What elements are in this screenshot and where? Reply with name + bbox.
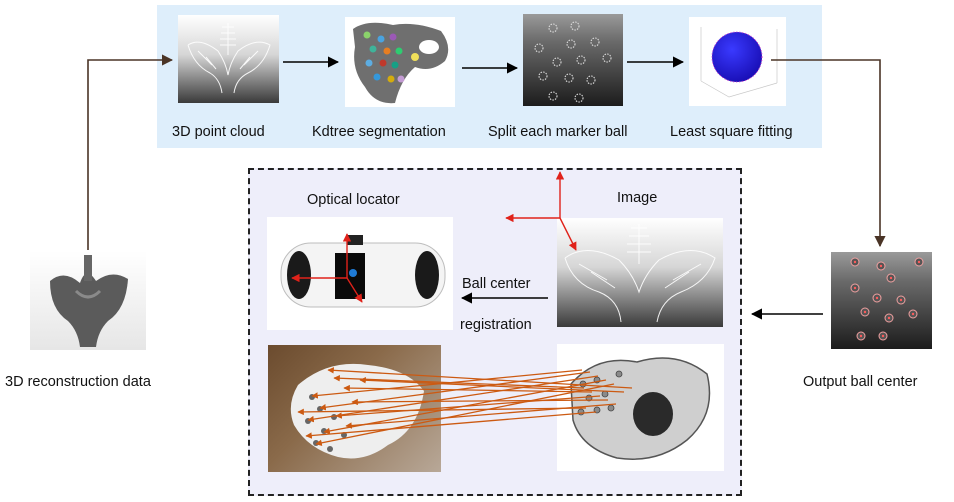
image-pelvis-thumbnail	[557, 218, 723, 327]
orange-link-14	[327, 367, 633, 389]
orange-link-10	[345, 403, 617, 429]
optical-locator-thumbnail	[267, 217, 453, 330]
step-point-cloud-label: 3D point cloud	[172, 124, 265, 140]
kdtree-thumbnail	[345, 17, 455, 107]
orange-link-8	[335, 395, 601, 419]
orange-link-13	[359, 377, 625, 393]
reconstruction-thumbnail	[30, 251, 146, 350]
ball-center-label: Ball center	[462, 276, 531, 292]
step-kdtree-label: Kdtree segmentation	[312, 124, 446, 140]
output-ball-center-label: Output ball center	[803, 374, 918, 390]
step-split-label: Split each marker ball	[488, 124, 628, 140]
orange-link-11	[297, 407, 587, 416]
registration-label: registration	[460, 317, 532, 333]
orange-link-7	[343, 384, 593, 393]
orange-link-5	[315, 383, 615, 447]
flow-arrow-fitting-to-output	[771, 59, 886, 248]
orange-link-6	[333, 374, 585, 389]
flow-arrow-reconstruction-to-pointcloud	[87, 54, 174, 250]
output-ball-center-thumbnail	[831, 252, 932, 349]
orange-link-12	[305, 411, 597, 439]
reconstruction-label: 3D reconstruction data	[5, 374, 151, 390]
image-label: Image	[617, 190, 658, 206]
sphere-fit-thumbnail	[689, 17, 786, 106]
red-axis-down	[559, 217, 577, 251]
point-cloud-thumbnail	[178, 15, 279, 103]
pelvis-model-photo	[268, 345, 441, 472]
marker-balls-thumbnail	[523, 14, 623, 106]
optical-locator-label: Optical locator	[307, 192, 400, 208]
red-locator-down	[346, 277, 363, 303]
step-fitting-label: Least square fitting	[670, 124, 793, 140]
orange-link-9	[351, 398, 609, 406]
